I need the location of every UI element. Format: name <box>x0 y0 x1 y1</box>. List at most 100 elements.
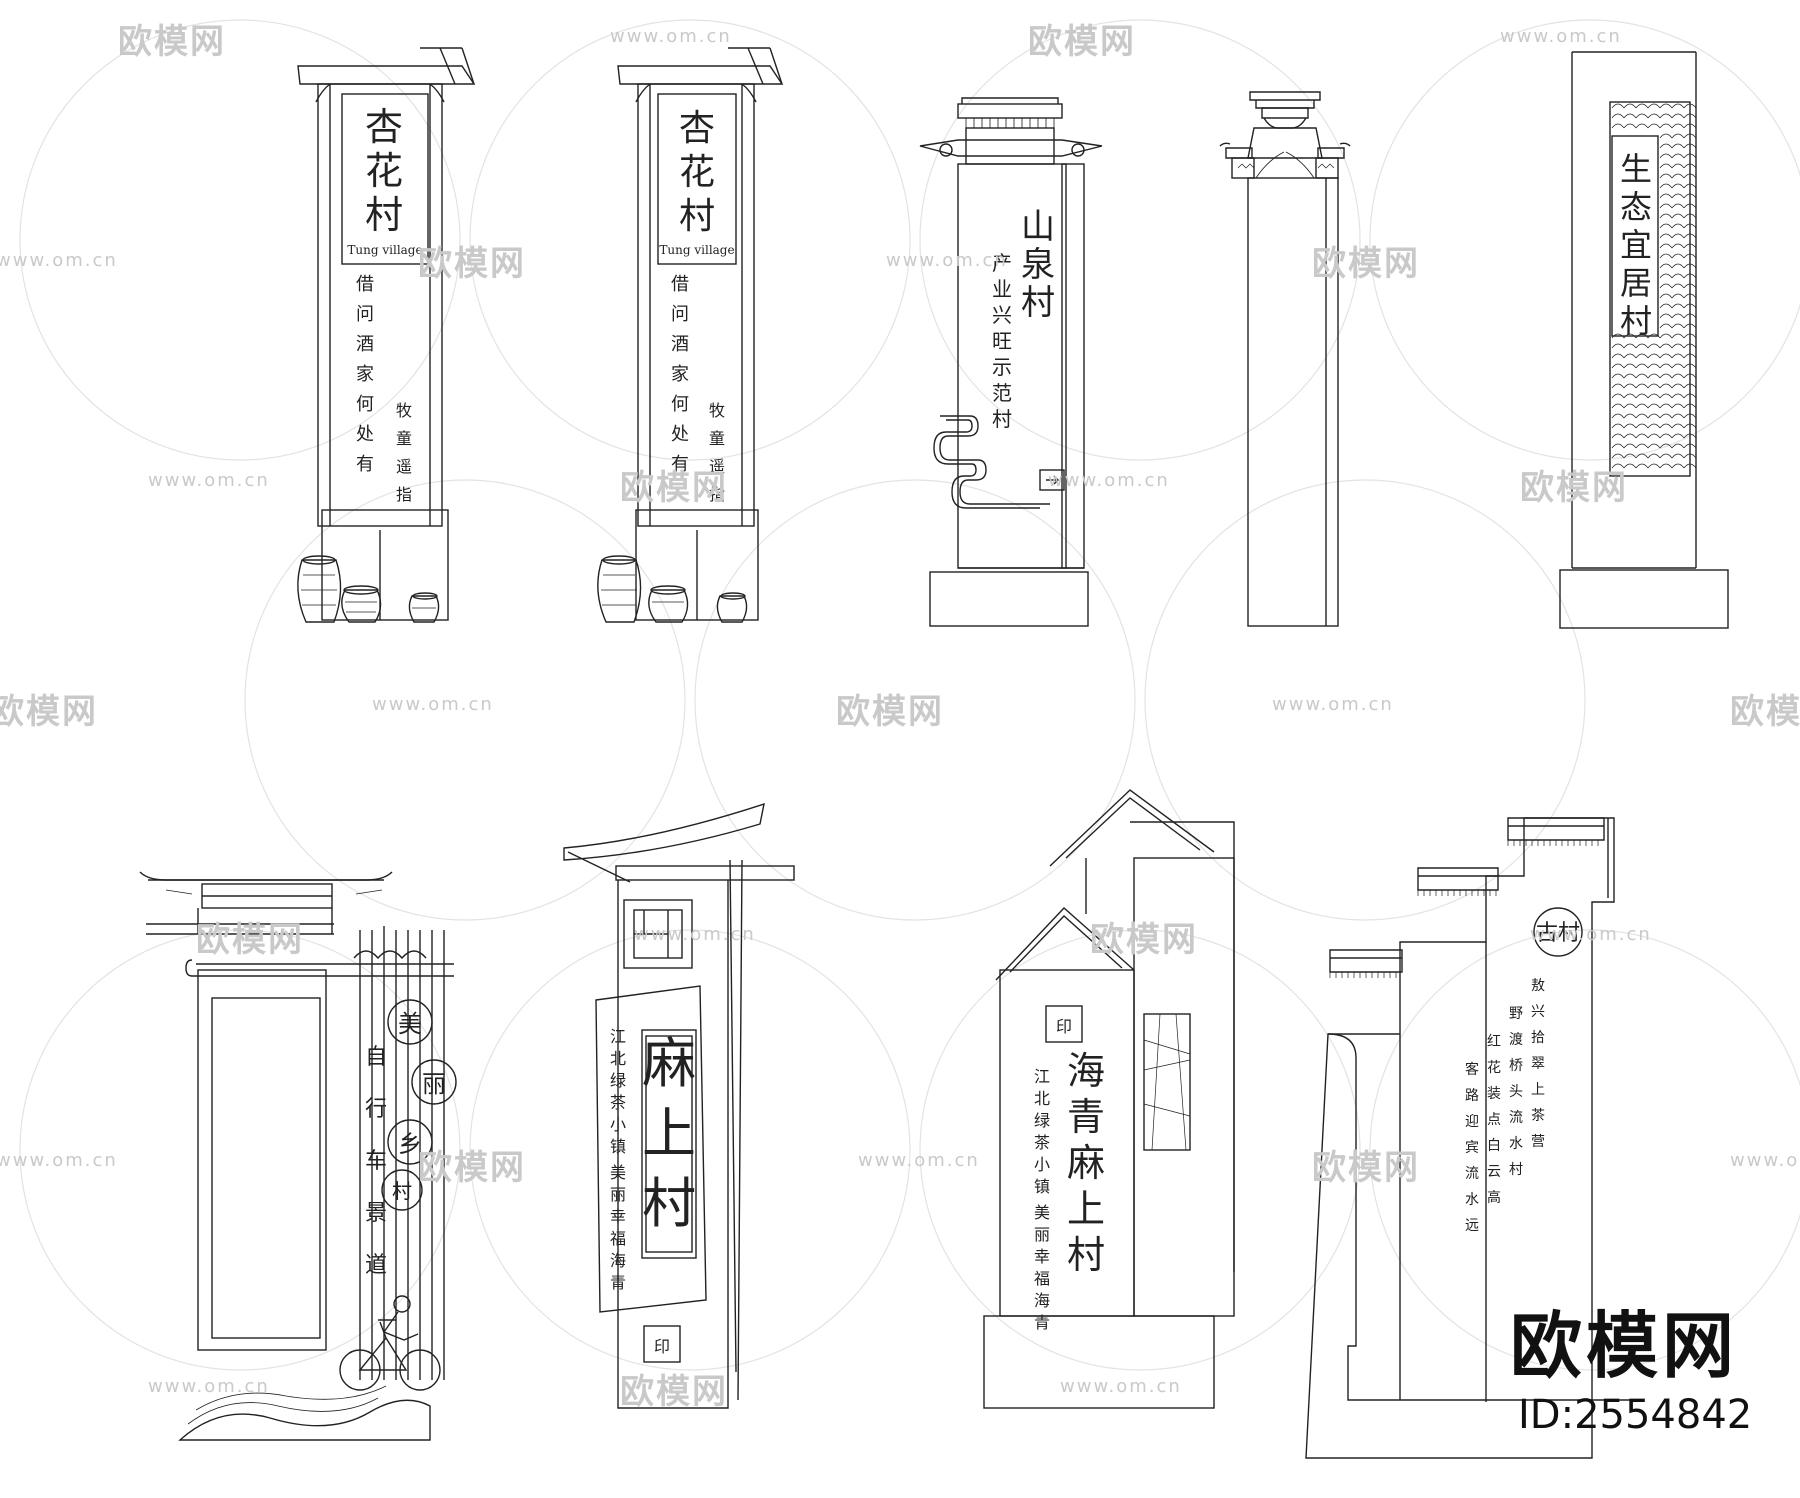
sign-title-char: 麻 <box>642 1032 696 1095</box>
seal <box>643 1325 681 1363</box>
lattice-scale <box>1647 343 1661 349</box>
lattice-scale <box>1623 433 1637 439</box>
lattice-scale <box>1671 103 1685 109</box>
tile-ridges <box>1329 817 1605 978</box>
side-char: 美 <box>610 1163 626 1182</box>
poem-char: 何 <box>356 394 374 415</box>
side-char: 江 <box>610 1027 626 1046</box>
lattice-scale <box>1635 383 1649 389</box>
column-char: 自 <box>365 1045 387 1070</box>
lattice-scale <box>1671 113 1685 119</box>
circle-mark <box>387 1119 433 1165</box>
lattice-scale <box>1683 403 1697 409</box>
lattice-scale <box>1671 263 1685 269</box>
column-char: 行 <box>365 1097 387 1122</box>
lattice-scale <box>1683 333 1697 339</box>
circle-char: 村 <box>392 1179 412 1203</box>
sign-title-char: 杏 <box>679 108 715 149</box>
sign-9-ancient-village-wall: 古村敖兴拾翠上茶营野渡桥头流水村红花装点白云高客路迎宾流水远敖兴拾翠上茶营野渡桥… <box>0 0 1638 1459</box>
lattice-scale <box>1623 403 1637 409</box>
poem-char: 流 <box>1509 1110 1523 1126</box>
lattice-scale <box>1611 403 1625 409</box>
sign-sub-char: 村 <box>992 407 1012 431</box>
poem-char: 茶 <box>1531 1108 1545 1124</box>
title-box <box>1611 135 1659 337</box>
poem-char: 何 <box>671 394 689 415</box>
circle-char: 乡 <box>398 1130 422 1158</box>
lattice-scale <box>1671 273 1685 279</box>
lattice-scale <box>1635 433 1649 439</box>
lattice-scale <box>1611 423 1625 429</box>
poem-char: 借 <box>671 274 689 295</box>
lattice-scale <box>1635 373 1649 379</box>
lattice-scale <box>1659 273 1673 279</box>
lattice-scale <box>1635 393 1649 399</box>
lattice-scale <box>1659 233 1673 239</box>
lattice-scale <box>1671 393 1685 399</box>
poem-char: 问 <box>356 304 374 325</box>
lattice-scale <box>1623 423 1637 429</box>
roof <box>563 802 765 861</box>
poem-line: 客路迎宾流水远 <box>0 0 7 1</box>
lattice-scale <box>1659 263 1673 269</box>
poem-char: 客 <box>1465 1061 1479 1078</box>
roof-top <box>957 103 1063 119</box>
lattice-scale <box>1683 123 1697 129</box>
base <box>929 571 1089 627</box>
lattice-scale <box>1659 293 1673 299</box>
lattice-scale <box>1623 333 1637 339</box>
side-char: 茶 <box>1034 1133 1050 1152</box>
circle-char: 美 <box>398 1010 422 1038</box>
lattice-scale <box>1671 373 1685 379</box>
poem-char: 迎 <box>1465 1114 1479 1130</box>
sign-title-char: 生 <box>1620 150 1652 188</box>
side-char: 丽 <box>1034 1225 1050 1244</box>
lattice-scale <box>1671 123 1685 129</box>
sign-sub-char: 业 <box>992 277 1012 301</box>
lattice-scale <box>1683 223 1697 229</box>
lattice-scale <box>1611 433 1625 439</box>
lattice-scale <box>1647 113 1661 119</box>
lattice-scale <box>1659 253 1673 259</box>
poem-char: 家 <box>356 364 374 385</box>
sign-title-char: 村 <box>365 193 403 237</box>
badge-text: 古村 <box>1536 921 1580 946</box>
lattice-scale <box>1683 103 1697 109</box>
lattice-scale <box>1659 243 1673 249</box>
sign-subtitle: Tung village <box>347 243 422 257</box>
title-plaque <box>595 985 707 1313</box>
sign-sub-char: 兴 <box>992 303 1012 327</box>
lattice-scale <box>1611 343 1625 349</box>
side-char: 海 <box>1034 1291 1050 1310</box>
side-char: 福 <box>610 1229 626 1248</box>
seal-text: 印 <box>654 1337 670 1356</box>
lattice-scale <box>1683 113 1697 119</box>
column-char: 景 <box>365 1201 387 1226</box>
lattice-scale <box>1683 133 1697 139</box>
lattice-scale <box>1623 103 1637 109</box>
lattice-scale <box>1683 383 1697 389</box>
poem-char: 酒 <box>671 334 689 355</box>
sign-title-char: 村 <box>642 1172 696 1235</box>
lattice-scale <box>1671 183 1685 189</box>
poem-char: 家 <box>671 364 689 385</box>
lattice-scale <box>1623 343 1637 349</box>
lattice-scale <box>1683 173 1697 179</box>
lattice-scale <box>1671 143 1685 149</box>
lattice-scale <box>1683 433 1697 439</box>
sign-title-char: 海 <box>1067 1049 1105 1093</box>
cyclist <box>339 1295 441 1391</box>
lattice-scale <box>1647 383 1661 389</box>
lattice-scale <box>1635 123 1649 129</box>
lattice-scale <box>1659 433 1673 439</box>
panel-frame <box>197 969 327 1351</box>
lattice-scale <box>1671 303 1685 309</box>
lattice-scale <box>1659 183 1673 189</box>
poem-char: 童 <box>709 429 725 448</box>
lattice-scale <box>1635 403 1649 409</box>
lattice-scale <box>1623 463 1637 469</box>
lattice-scale <box>1623 123 1637 129</box>
